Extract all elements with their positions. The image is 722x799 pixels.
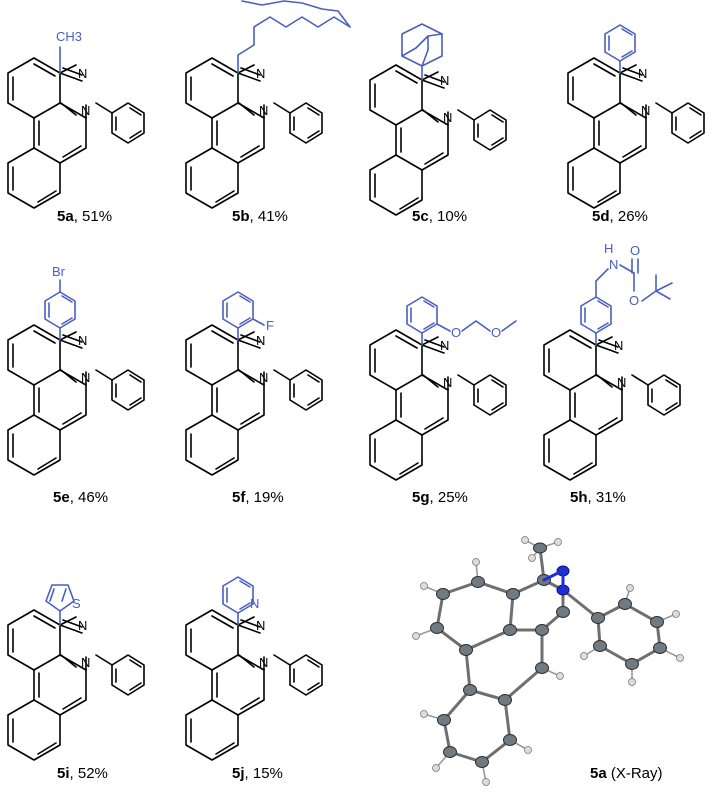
caption-5c: 5c, 10% <box>412 208 467 225</box>
nitrogen-label: N <box>641 103 650 118</box>
pyridine-nitrogen-label: N <box>250 596 259 611</box>
nitrogen-label: N <box>78 66 87 81</box>
xray-structure-5a <box>412 536 684 786</box>
caption-5g: 5g, 25% <box>412 489 468 506</box>
sulfur-label: S <box>72 596 81 611</box>
bromine-label: Br <box>52 264 66 279</box>
compound-5h: H N O O N N <box>543 241 681 481</box>
nitrogen-label: N <box>614 338 623 353</box>
nitrogen-label: N <box>259 655 268 670</box>
nitrogen-label: N <box>81 370 90 385</box>
fluorine-label: F <box>266 318 274 333</box>
nitrogen-label: N <box>256 618 265 633</box>
compound-5i: S N N <box>7 584 145 761</box>
caption-5e: 5e, 46% <box>53 489 108 506</box>
caption-5h: 5h, 31% <box>570 489 626 506</box>
nitrogen-label: N <box>256 333 265 348</box>
caption-5a: 5a, 51% <box>57 208 112 225</box>
compound-5f: F N N <box>185 291 323 476</box>
compound-5j: N N N <box>185 576 323 761</box>
nitrogen-label: N <box>443 375 452 390</box>
caption-5b: 5b, 41% <box>232 208 288 225</box>
oxygen-label: O <box>491 325 501 340</box>
nitrogen-label: N <box>259 103 268 118</box>
ester-oxygen-label: O <box>629 293 639 308</box>
nitrogen-label: N <box>78 333 87 348</box>
amide-hydrogen-label: H <box>604 241 613 256</box>
nitrogen-label: N <box>81 103 90 118</box>
nitrogen-label: N <box>440 73 449 88</box>
compound-5d: N N <box>567 24 705 209</box>
methyl-label: CH3 <box>56 29 82 44</box>
nitrogen-label: N <box>617 375 626 390</box>
caption-xray: 5a (X-Ray) <box>590 765 663 782</box>
carbonyl-oxygen-label: O <box>630 243 640 258</box>
nitrogen-label: N <box>78 618 87 633</box>
nitrogen-label: N <box>256 66 265 81</box>
oxygen-label: O <box>451 325 461 340</box>
caption-5j: 5j, 15% <box>232 765 283 782</box>
compound-5c: N N <box>369 23 507 216</box>
caption-5f: 5f, 19% <box>232 489 284 506</box>
nitrogen-label: N <box>443 110 452 125</box>
compound-5a: CH3 N N <box>7 29 145 209</box>
nitrogen-label: N <box>440 338 449 353</box>
compound-5g: O O N N <box>369 296 517 481</box>
nitrogen-label: N <box>638 66 647 81</box>
caption-5d: 5d, 26% <box>592 208 648 225</box>
compound-5b: N N <box>185 0 351 209</box>
caption-5i: 5i, 52% <box>57 765 108 782</box>
nitrogen-label: N <box>81 655 90 670</box>
nitrogen-label: N <box>259 370 268 385</box>
nitrogen-label: N <box>609 257 618 272</box>
compound-5e: Br N N <box>7 264 145 476</box>
